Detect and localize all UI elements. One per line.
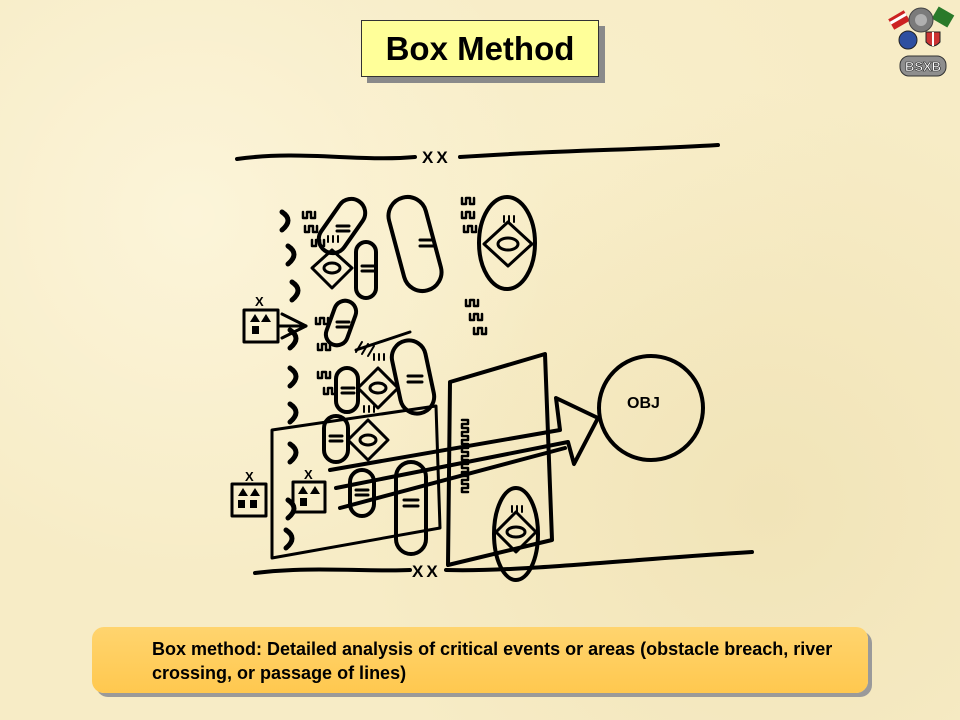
unit-oval-8 (348, 468, 376, 518)
unit-box-3 (291, 480, 327, 514)
unit-box-1 (242, 308, 308, 344)
unit-echelon-label-1: X (255, 294, 264, 309)
unit-echelon-label-3: X (304, 467, 313, 482)
caption-box: Box method: Detailed analysis of critica… (92, 627, 868, 693)
bottom-boundary-label: XX (412, 562, 441, 581)
top-boundary-line-right (458, 143, 720, 159)
unit-oval-6 (334, 366, 360, 414)
logo-label: BSXB (905, 59, 941, 74)
slide-title: Box Method (361, 20, 599, 77)
top-boundary-line (235, 153, 417, 161)
breach-box (446, 352, 554, 567)
unit-oval-5 (389, 338, 437, 416)
unit-oval-1 (316, 196, 368, 256)
rear-box (270, 404, 442, 560)
obstacle-symbols (301, 196, 488, 494)
diamond-unit-symbols (310, 220, 538, 554)
unit-echelon-label-2: X (245, 469, 254, 484)
unit-box-2 (230, 482, 268, 518)
flags-icon (888, 6, 955, 50)
forward-line-of-troops (279, 209, 301, 551)
unit-oval-4 (323, 298, 359, 348)
objective-circle (597, 354, 705, 462)
unit-oval-11 (492, 486, 540, 582)
unit-oval-3 (354, 240, 378, 300)
unit-oval-10 (477, 195, 537, 291)
logo-emblem: BSXB (888, 6, 955, 77)
bottom-boundary-line (253, 567, 412, 575)
unit-oval-2 (386, 194, 444, 294)
objective-label: OBJ (627, 395, 660, 412)
bottom-boundary-line-right (444, 550, 754, 573)
unit-oval-9 (394, 460, 428, 556)
top-boundary-label: XX (422, 148, 451, 167)
